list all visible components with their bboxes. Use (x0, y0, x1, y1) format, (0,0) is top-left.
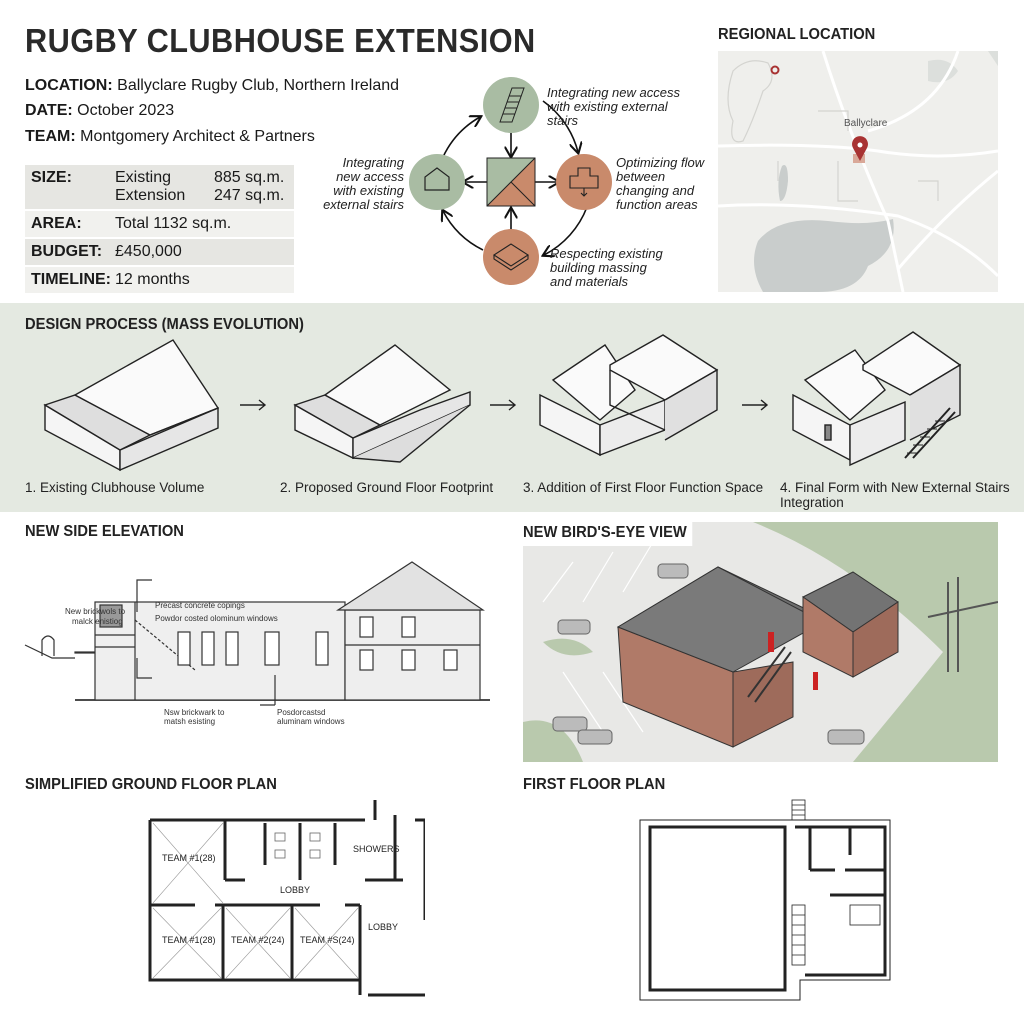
timeline-row: TIMELINE:12 months (25, 267, 294, 295)
svg-text:TEAM #S(24): TEAM #S(24) (300, 935, 355, 945)
ground-plan-title: SIMPLIFIED GROUND FLOOR PLAN (25, 776, 277, 793)
elevation-title: NEW SIDE ELEVATION (25, 523, 184, 540)
first-floor-plan (639, 799, 891, 1001)
concept-right-text: Optimizing flow between changing and fun… (616, 155, 705, 212)
step4-massing (792, 331, 962, 467)
date-line: DATE: October 2023 (25, 102, 175, 119)
map-title: REGIONAL LOCATION (718, 26, 876, 43)
external-stairs (747, 646, 792, 703)
svg-text:matsh esisting: matsh esisting (164, 717, 215, 726)
concept-diagram (409, 77, 612, 285)
town-label: Ballyclare (844, 118, 888, 129)
stairs-circle (483, 77, 539, 133)
svg-text:New brickwols to: New brickwols to (65, 607, 126, 616)
access-circle (409, 154, 465, 210)
house-icon (424, 167, 450, 191)
step-3-label: 3. Addition of First Floor Function Spac… (523, 480, 764, 495)
svg-text:Powdor costed olominum windows: Powdor costed olominum windows (155, 614, 278, 623)
svg-text:LOBBY: LOBBY (280, 885, 310, 895)
svg-text:TEAM #1(28): TEAM #1(28) (162, 853, 216, 863)
parked-cars (552, 563, 865, 745)
page-title: RUGBY CLUBHOUSE EXTENSION (25, 22, 536, 59)
flow-icon (569, 167, 599, 197)
region-marker-icon (770, 65, 780, 75)
lake (754, 219, 894, 292)
mass-evolution-sketches (43, 331, 962, 472)
svg-text:aluminam windows: aluminam windows (277, 717, 345, 726)
concept-bottom-text: Respecting existing building massing and… (550, 246, 663, 289)
process-arrows (240, 399, 769, 411)
center-square-icon (486, 157, 536, 207)
massing-circle (483, 229, 539, 285)
birdseye-title: NEW BIRD'S-EYE VIEW (523, 522, 693, 546)
svg-text:malck enistiog: malck enistiog (72, 617, 123, 626)
svg-text:SHOWERS: SHOWERS (353, 844, 400, 854)
stairs-icon (499, 87, 525, 123)
cycle-arrows (443, 100, 588, 255)
regional-map[interactable]: Ballyclare (718, 51, 998, 292)
svg-text:Posdorcastsd: Posdorcastsd (277, 708, 325, 717)
svg-text:Precast concrete copings: Precast concrete copings (155, 601, 245, 610)
step2-massing (293, 344, 471, 463)
flow-circle (556, 154, 612, 210)
concept-left-text: Integrating new access with existing ext… (323, 155, 404, 212)
svg-text:Nsw brickwark to: Nsw brickwark to (164, 708, 225, 717)
step1-massing (43, 339, 220, 472)
process-title: DESIGN PROCESS (MASS EVOLUTION) (25, 316, 304, 333)
team-line: TEAM: Montgomery Architect & Partners (25, 128, 315, 145)
svg-text:TEAM #1(28): TEAM #1(28) (162, 935, 216, 945)
svg-text:LOBBY: LOBBY (368, 922, 398, 932)
svg-text:TEAM #2(24): TEAM #2(24) (231, 935, 285, 945)
step3-massing (539, 334, 719, 457)
budget-row: BUDGET:£450,000 (25, 239, 294, 267)
step-1-label: 1. Existing Clubhouse Volume (25, 480, 205, 495)
step-4-label: 4. Final Form with New External Stairs I… (780, 480, 1010, 510)
location-line: LOCATION: Ballyclare Rugby Club, Norther… (25, 77, 400, 94)
ground-floor-plan: TEAM #1(28) SHOWERS LOBBY TEAM #1(28) TE… (148, 800, 425, 997)
step-2-label: 2. Proposed Ground Floor Footprint (280, 480, 494, 495)
concept-top-text: Integrating new access with existing ext… (547, 85, 680, 128)
massing-icon (492, 243, 530, 271)
birdseye-view-render (523, 522, 998, 762)
first-plan-title: FIRST FLOOR PLAN (523, 776, 666, 793)
location-pin-icon (852, 136, 868, 161)
area-row: AREA:Total 1132 sq.m. (25, 211, 294, 239)
